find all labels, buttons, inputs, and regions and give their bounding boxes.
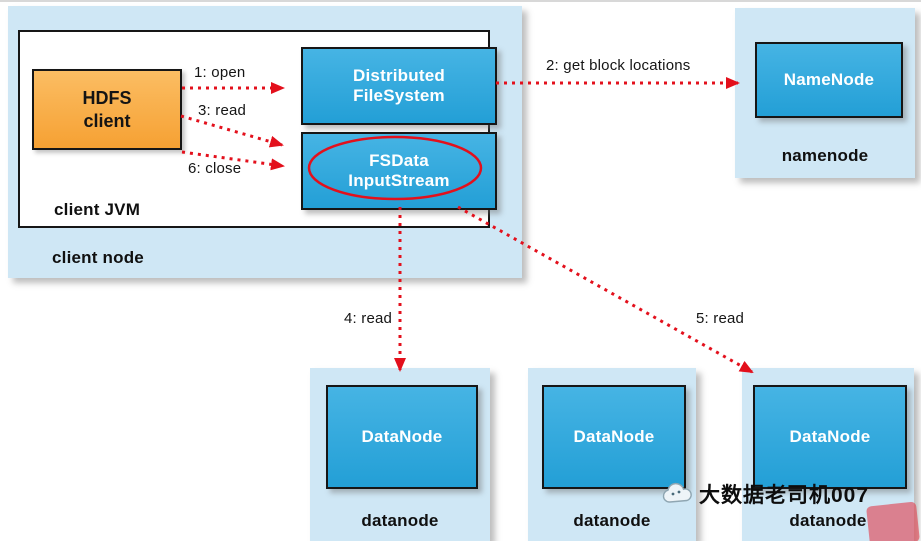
datanode-panel-3: DataNode datanode	[742, 368, 914, 541]
client-jvm-caption: client JVM	[54, 200, 141, 219]
namenode-caption: namenode	[781, 146, 869, 165]
datanode-caption-1: datanode	[361, 511, 439, 530]
datanode-caption-3: datanode	[789, 511, 867, 530]
fsdata-inputstream-label: FSData InputStream	[348, 150, 450, 190]
arrow-label-3-read: 3: read	[198, 102, 247, 119]
watermark: 大数据老司机007	[660, 479, 869, 509]
distributed-filesystem-box: Distributed FileSystem	[301, 47, 497, 125]
distributed-filesystem-label: Distributed FileSystem	[353, 65, 445, 105]
arrow-label-2-get-block-locations: 2: get block locations	[546, 57, 691, 74]
arrow-label-1-open: 1: open	[194, 64, 246, 81]
arrow-label-4-read: 4: read	[344, 310, 393, 327]
client-node-caption: client node	[52, 248, 144, 267]
watermark-text: 大数据老司机007	[699, 484, 870, 507]
client-node-panel: HDFS client Distributed FileSystem FSDat…	[8, 6, 522, 278]
namenode-panel: NameNode namenode	[735, 8, 915, 178]
datanode-panel-2: DataNode datanode	[528, 368, 696, 541]
hdfs-client-label: HDFS client	[82, 88, 132, 131]
arrow-label-5-read: 5: read	[696, 310, 745, 327]
top-divider	[0, 0, 921, 2]
datanode-box-1: DataNode	[326, 385, 478, 489]
namenode-box: NameNode	[755, 42, 903, 118]
datanode-label-3: DataNode	[789, 426, 871, 446]
datanode-panel-1: DataNode datanode	[310, 368, 490, 541]
cloud-logo-icon	[662, 482, 692, 503]
datanode-label-1: DataNode	[361, 426, 443, 446]
client-jvm-box: HDFS client Distributed FileSystem FSDat…	[18, 30, 497, 228]
arrow-label-6-close: 6: close	[188, 160, 242, 177]
datanode-box-2: DataNode	[542, 385, 686, 489]
fsdata-inputstream-box: FSData InputStream	[301, 132, 497, 210]
datanode-box-3: DataNode	[753, 385, 907, 489]
red-stamp	[866, 501, 920, 541]
namenode-label: NameNode	[783, 69, 875, 89]
hdfs-client-box: HDFS client	[32, 69, 182, 150]
datanode-caption-2: datanode	[573, 511, 651, 530]
datanode-label-2: DataNode	[573, 426, 655, 446]
